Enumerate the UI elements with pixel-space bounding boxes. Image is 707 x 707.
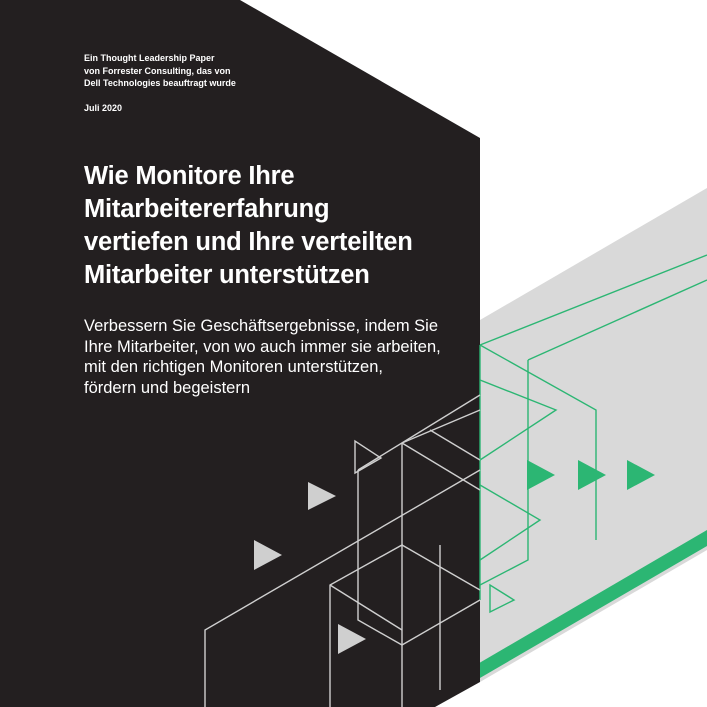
- subtitle-line: mit den richtigen Monitoren unterstützen…: [84, 358, 383, 376]
- meta-line: Dell Technologies beauftragt wurde: [84, 78, 236, 88]
- title-line: vertiefen und Ihre verteilten: [84, 228, 413, 256]
- meta-line: von Forrester Consulting, das von: [84, 65, 231, 76]
- paper-meta: Ein Thought Leadership Paper von Forrest…: [84, 52, 284, 90]
- title-line: Mitarbeiter unterstützen: [84, 261, 370, 289]
- gray-band: [480, 188, 707, 682]
- gray-triangle: [308, 482, 336, 510]
- subtitle-line: Ihre Mitarbeiter, von wo auch immer sie …: [84, 337, 441, 356]
- meta-line: Ein Thought Leadership Paper: [84, 53, 215, 63]
- title-line: Mitarbeitererfahrung: [84, 195, 330, 223]
- page-title: Wie Monitore Ihre Mitarbeitererfahrung v…: [84, 160, 474, 292]
- green-wireframe: [479, 254, 707, 614]
- subtitle: Verbessern Sie Geschäftsergebnisse, inde…: [84, 316, 474, 398]
- title-line: Wie Monitore Ihre: [84, 162, 295, 190]
- gray-triangle: [338, 624, 366, 654]
- green-triangle: [578, 460, 606, 490]
- green-triangle: [527, 460, 555, 490]
- subtitle-line: fördern und begeistern: [84, 378, 251, 397]
- gray-wireframe: [204, 394, 481, 707]
- solid-triangles: [254, 460, 655, 654]
- subtitle-line: Verbessern Sie Geschäftsergebnisse, inde…: [84, 317, 439, 335]
- publication-date: Juli 2020: [84, 103, 123, 113]
- green-triangle: [627, 460, 655, 490]
- dark-panel: [0, 0, 480, 707]
- gray-triangle: [254, 540, 282, 570]
